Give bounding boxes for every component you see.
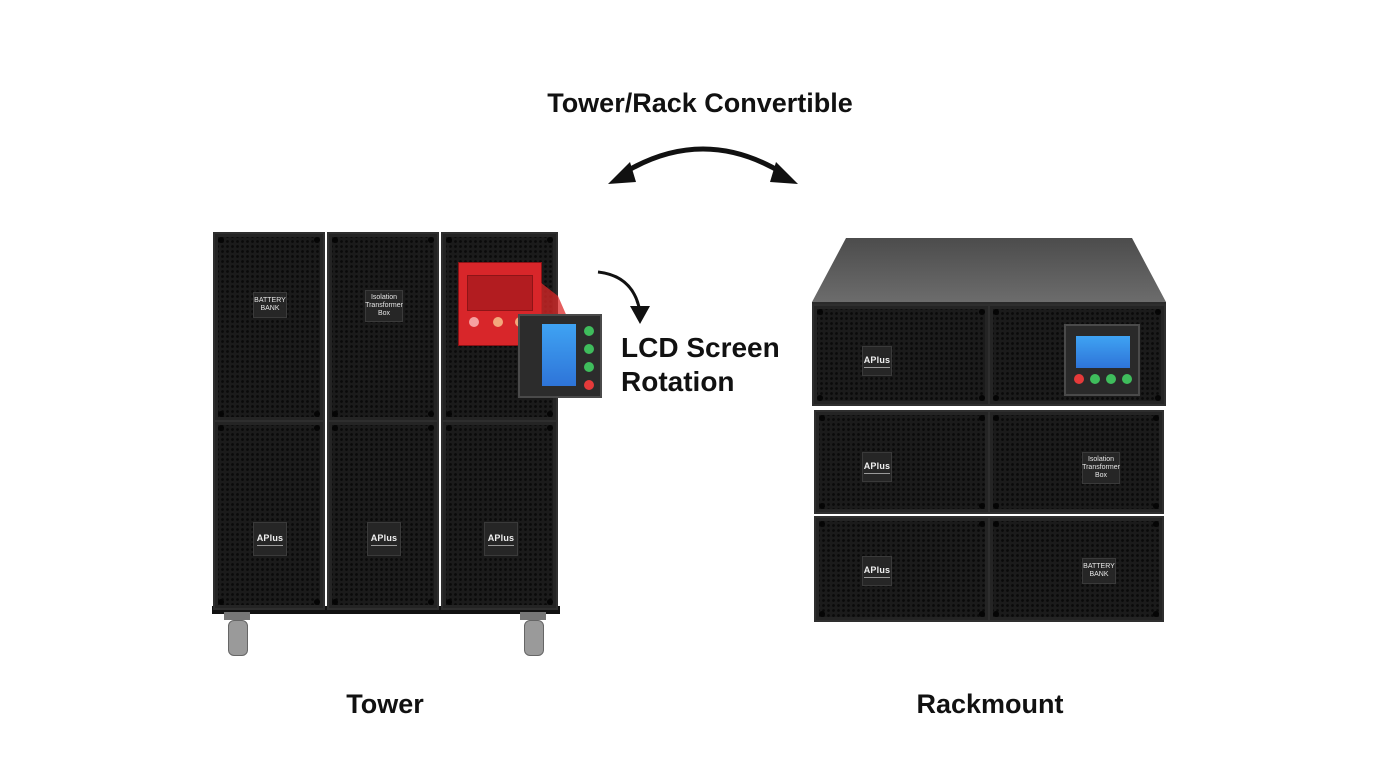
curved-double-arrow-icon — [608, 146, 798, 184]
aplus-logo: APlus — [367, 522, 401, 556]
screw — [218, 425, 224, 431]
screw — [993, 503, 999, 509]
screw — [1153, 415, 1159, 421]
tower-base — [212, 606, 560, 614]
screw — [819, 521, 825, 527]
screw — [547, 411, 553, 417]
screw — [1153, 611, 1159, 617]
screw — [446, 237, 452, 243]
screw — [314, 411, 320, 417]
screw — [819, 503, 825, 509]
lcd-rotation-label: LCD Screen Rotation — [621, 332, 780, 397]
screw — [332, 599, 338, 605]
screw — [218, 411, 224, 417]
screw — [428, 425, 434, 431]
caster-wheel-left — [222, 612, 252, 656]
screw — [817, 309, 823, 315]
tower-caption: Tower — [346, 689, 424, 719]
screw — [446, 599, 452, 605]
tower-panel-lower-3: APlus — [441, 420, 558, 610]
screw — [993, 611, 999, 617]
screw — [819, 611, 825, 617]
rotated-lcd-module — [518, 314, 602, 398]
screw — [218, 237, 224, 243]
screw — [218, 599, 224, 605]
rack-unit-1-left: APlus — [812, 304, 990, 406]
screw — [332, 411, 338, 417]
screw — [547, 237, 553, 243]
screw — [428, 237, 434, 243]
screw — [332, 425, 338, 431]
screw — [1153, 503, 1159, 509]
lcd-highlight-region — [458, 262, 542, 346]
screw — [314, 425, 320, 431]
screw — [979, 521, 985, 527]
aplus-logo: APlus — [484, 522, 518, 556]
aplus-logo: APlus — [862, 346, 892, 376]
caster-wheel-right — [518, 612, 548, 656]
rack-lcd-module — [1064, 324, 1140, 396]
screw — [993, 415, 999, 421]
screw — [817, 395, 823, 401]
lcd-screen — [1076, 336, 1130, 368]
aplus-logo: APlus — [253, 522, 287, 556]
screw — [314, 599, 320, 605]
tower-panel-lower-1: APlus — [213, 420, 325, 610]
screw — [314, 237, 320, 243]
rackmount-caption: Rackmount — [916, 689, 1064, 719]
screw — [446, 425, 452, 431]
aplus-logo: APlus — [862, 452, 892, 482]
screw — [993, 309, 999, 315]
screw — [446, 411, 452, 417]
lcd-screen — [542, 324, 576, 386]
screw — [428, 411, 434, 417]
screw — [819, 415, 825, 421]
screw — [332, 237, 338, 243]
screw — [993, 521, 999, 527]
screw — [547, 599, 553, 605]
rack-unit-3-left: APlus — [814, 516, 990, 622]
curved-arrow-icon — [597, 270, 650, 324]
screw — [979, 415, 985, 421]
heading: Tower/Rack Convertible — [547, 88, 853, 118]
screw — [979, 611, 985, 617]
screw — [979, 503, 985, 509]
tower-panel-lower-2: APlus — [327, 420, 439, 610]
screw — [979, 309, 985, 315]
screw — [979, 395, 985, 401]
screw — [1155, 309, 1161, 315]
screw — [993, 395, 999, 401]
aplus-logo: APlus — [862, 556, 892, 586]
screw — [547, 425, 553, 431]
screw — [1155, 395, 1161, 401]
rack-unit-1-right — [988, 304, 1166, 406]
rack-top-cover — [812, 238, 1166, 308]
screw — [1153, 521, 1159, 527]
rack-unit-2-left: APlus — [814, 410, 990, 514]
screw — [428, 599, 434, 605]
